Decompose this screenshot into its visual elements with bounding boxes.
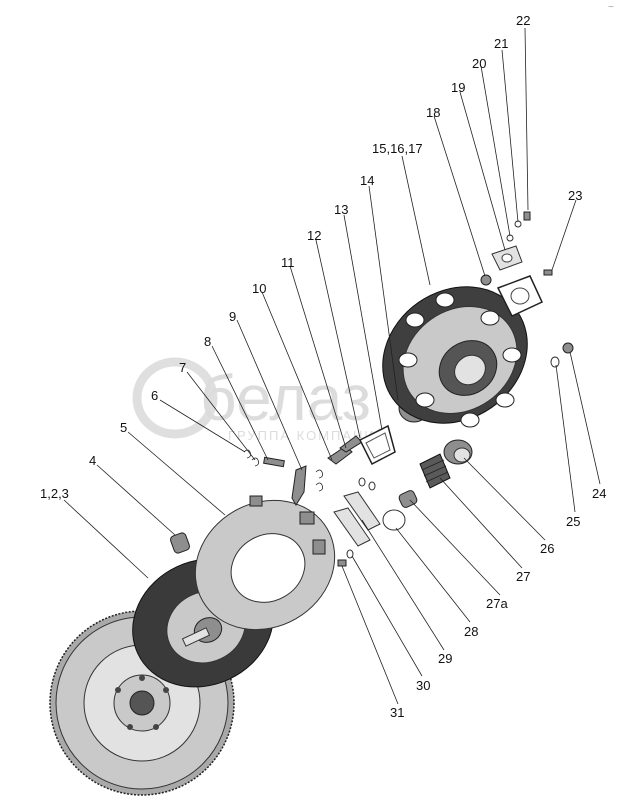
label-part-1-2-3: 1,2,3: [40, 486, 69, 501]
label-part-24: 24: [592, 486, 606, 501]
label-part-14: 14: [360, 173, 374, 188]
spring-assembly: [382, 439, 473, 531]
label-part-11: 11: [281, 255, 295, 270]
corner-mark: ~: [608, 2, 614, 13]
label-part-6: 6: [151, 388, 158, 403]
watermark-logo-ring: [132, 357, 218, 439]
watermark: белаз ГРУППА КОМПАНИЙ: [132, 357, 387, 443]
label-part-8: 8: [204, 334, 211, 349]
label-part-22: 22: [516, 13, 530, 28]
label-part-20: 20: [472, 56, 486, 71]
label-part-27: 27: [516, 569, 530, 584]
clutch-housing: [382, 286, 528, 428]
levers-and-pins: [243, 449, 323, 506]
label-part-25: 25: [566, 514, 580, 529]
watermark-tagline: ГРУППА КОМПАНИЙ: [228, 428, 387, 443]
label-part-12: 12: [307, 228, 321, 243]
label-part-31: 31: [390, 705, 404, 720]
label-part-9: 9: [229, 309, 236, 324]
label-part-10: 10: [252, 281, 266, 296]
gasket-plate: [358, 424, 396, 466]
label-part-29: 29: [438, 651, 452, 666]
watermark-brand: белаз: [200, 362, 371, 434]
label-part-5: 5: [120, 420, 127, 435]
label-part-27a: 27а: [486, 596, 508, 611]
label-part-21: 21: [494, 36, 508, 51]
label-part-13: 13: [334, 202, 348, 217]
struts-and-bolts: [333, 477, 381, 567]
label-part-30: 30: [416, 678, 430, 693]
spacer-bushing: [170, 532, 190, 554]
label-part-26: 26: [540, 541, 554, 556]
fasteners: [480, 211, 574, 368]
label-part-7: 7: [179, 360, 186, 375]
leader-lines: [63, 27, 601, 705]
label-part-23: 23: [568, 188, 582, 203]
label-part-15-16-17: 15,16,17: [372, 141, 423, 156]
part-labels: 22 21 20 19 18 15,16,17 14 13 23 12 11 1…: [40, 13, 606, 720]
label-part-28: 28: [464, 624, 478, 639]
cover-gasket: [491, 245, 543, 317]
label-part-4: 4: [89, 453, 96, 468]
label-part-18: 18: [426, 105, 440, 120]
pressure-plate: [194, 495, 336, 631]
label-part-19: 19: [451, 80, 465, 95]
